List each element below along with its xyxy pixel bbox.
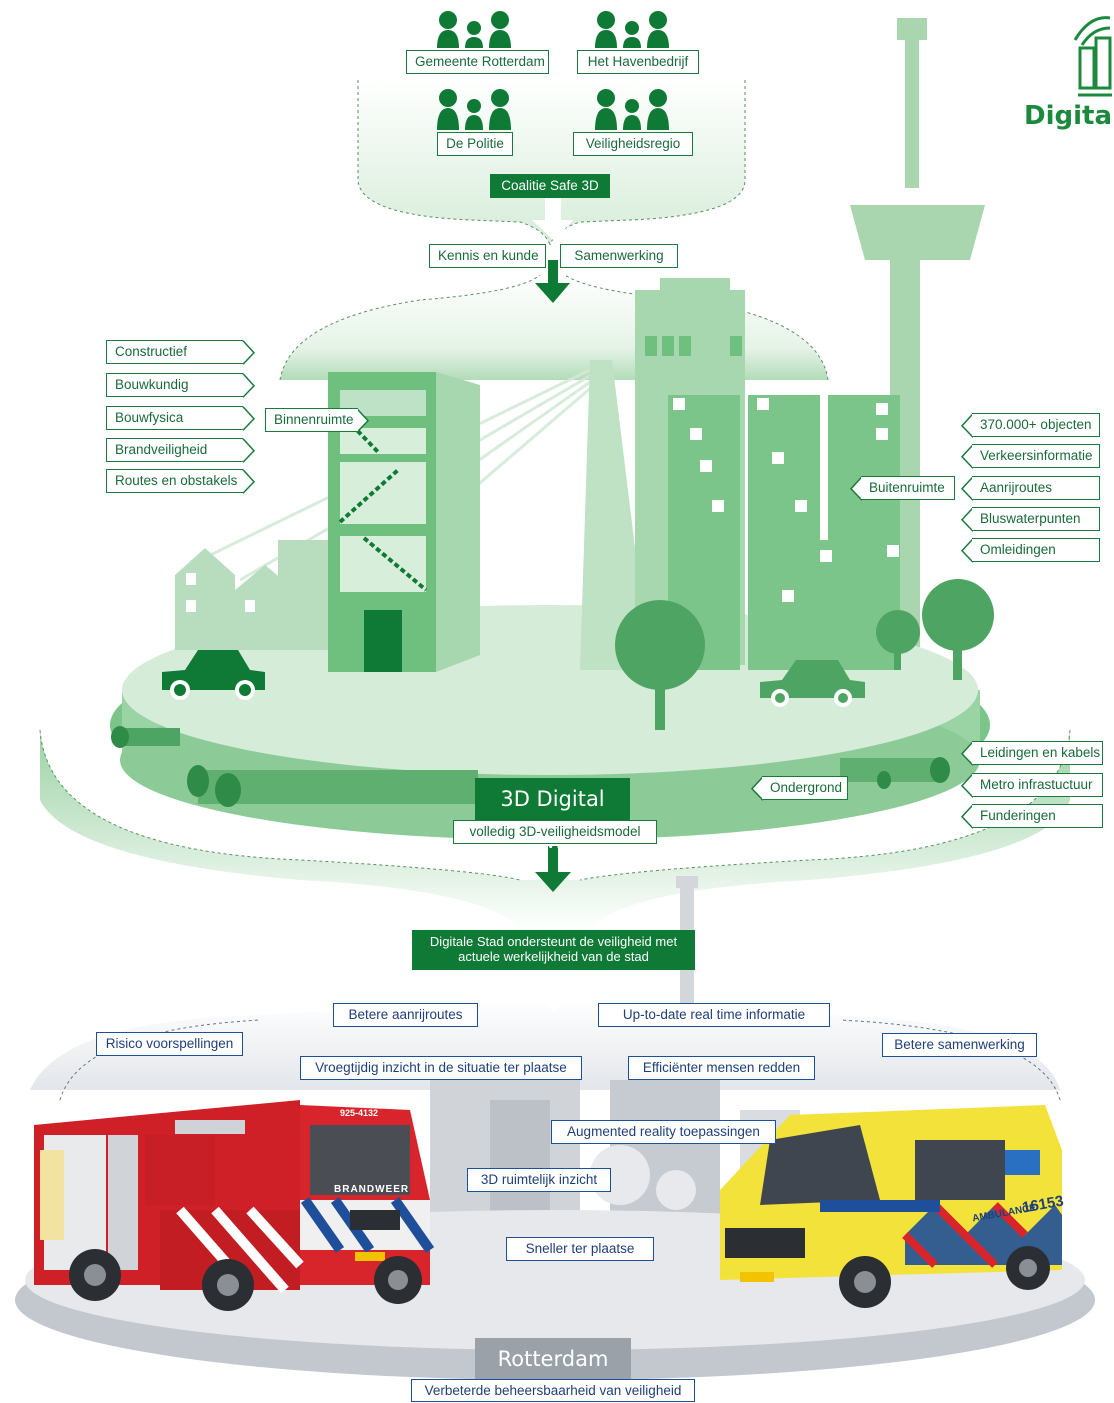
city-subtitle: Verbeterde beheersbaarheid van veilighei… — [411, 1379, 695, 1402]
label-bouwfysica: Bouwfysica — [106, 406, 243, 430]
label-binnenruimte: Binnenruimte — [265, 408, 358, 432]
input-samenwerking: Samenwerking — [560, 244, 678, 268]
label-objecten: 370.000+ objecten — [972, 413, 1100, 437]
label-verkeersinformatie: Verkeersinformatie — [972, 444, 1100, 468]
partner-politie: De Politie — [437, 132, 513, 156]
input-kennis-en-kunde: Kennis en kunde — [429, 244, 546, 268]
firetruck-text: BRANDWEER — [334, 1184, 410, 1195]
firetruck-code: 925-4132 — [340, 1108, 379, 1118]
benefit-ruimtelijk: 3D ruimtelijk inzicht — [467, 1168, 611, 1192]
label-omleidingen: Omleidingen — [972, 538, 1100, 562]
label-brandveiligheid: Brandveiligheid — [106, 438, 243, 462]
fire-truck-illustration — [34, 1100, 435, 1311]
label-buitenruimte: Buitenruimte — [861, 476, 955, 500]
people-group-icon — [595, 11, 669, 48]
benefit-sneller: Sneller ter plaatse — [506, 1237, 654, 1261]
benefit-aanrijroutes: Betere aanrijroutes — [333, 1003, 478, 1027]
digital-city-logo-icon — [1073, 16, 1112, 97]
partner-veiligheidsregio: Veiligheidsregio — [573, 132, 693, 156]
benefit-realtime: Up-to-date real time informatie — [598, 1003, 830, 1027]
label-aanrijroutes: Aanrijroutes — [972, 476, 1100, 500]
benefit-augmented: Augmented reality toepassingen — [551, 1120, 776, 1144]
digital-twin-subtitle: volledig 3D-veiligheidsmodel — [453, 820, 657, 844]
benefit-risico: Risico voorspellingen — [96, 1032, 243, 1056]
logo-text: Digital — [1024, 101, 1114, 131]
benefit-efficienter: Efficiënter mensen redden — [628, 1056, 815, 1080]
benefit-samenwerking: Betere samenwerking — [882, 1033, 1037, 1057]
benefit-vroegtijdig: Vroegtijdig inzicht in de situatie ter p… — [300, 1056, 582, 1080]
support-line-2: actuele werkelijkheid van de stad — [458, 949, 649, 964]
label-routes-en-obstakels: Routes en obstakels — [106, 469, 243, 493]
partner-havenbedrijf: Het Havenbedrijf — [577, 50, 699, 74]
label-ondergrond: Ondergrond — [762, 776, 848, 800]
label-constructief: Constructief — [106, 340, 243, 364]
coalition-label: Coalitie Safe 3D — [490, 174, 610, 198]
label-bluswaterpunten: Bluswaterpunten — [972, 507, 1100, 531]
label-metro-infrastructuur: Metro infrastuctuur — [972, 773, 1103, 797]
label-bouwkundig: Bouwkundig — [106, 373, 243, 397]
support-statement: Digitale Stad ondersteunt de veiligheid … — [412, 930, 695, 970]
label-leidingen-en-kabels: Leidingen en kabels — [972, 741, 1103, 765]
car-icon — [162, 650, 265, 700]
people-group-icon — [595, 89, 669, 130]
label-funderingen: Funderingen — [972, 804, 1103, 828]
people-group-icon — [437, 11, 511, 48]
city-title: Rotterdam — [475, 1338, 631, 1380]
people-group-icon — [437, 89, 511, 130]
digital-twin-title: 3D Digital twin — [475, 778, 630, 853]
support-line-1: Digitale Stad ondersteunt de veiligheid … — [429, 934, 678, 949]
partner-gemeente-rotterdam: Gemeente Rotterdam — [406, 50, 549, 74]
ambulance-illustration — [720, 1105, 1062, 1308]
